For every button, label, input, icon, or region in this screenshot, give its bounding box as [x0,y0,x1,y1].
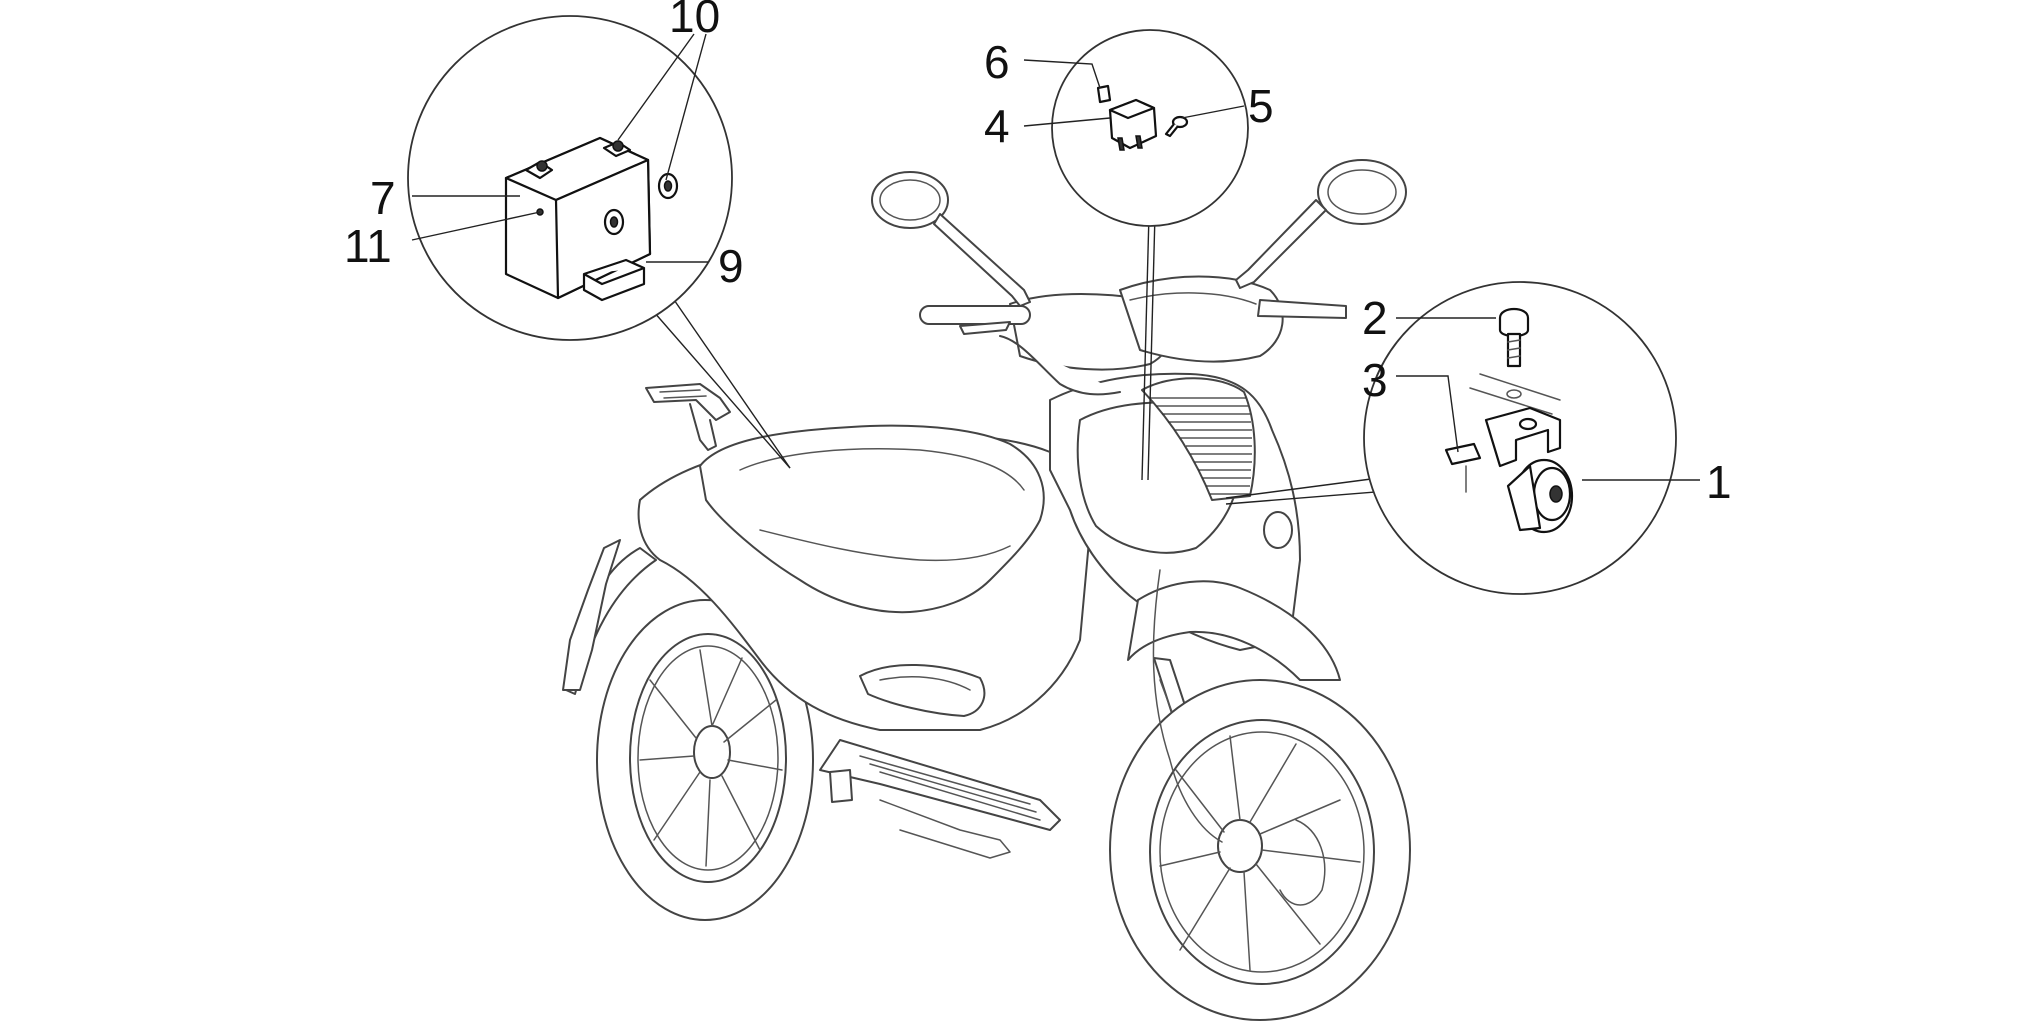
leader-4 [1023,117,1111,127]
battery-pad [582,258,646,302]
right-mirror [1235,159,1407,289]
callout-2: 2 [1362,292,1388,344]
front-badge [1263,511,1293,549]
relay-part [1108,98,1158,151]
front-mudguard [1127,580,1341,681]
callout-leaders [411,33,1700,481]
callout-11: 11 [344,220,392,272]
leader-5 [1181,105,1245,119]
relay-clip [1096,84,1112,104]
leader-6 [1023,59,1101,89]
left-mirror [871,171,1031,307]
callout-labels: 10 7 11 9 6 4 5 2 3 1 [344,0,1732,508]
leader-11 [411,211,541,241]
battery-part [504,136,652,300]
horn-detail-circle [1225,281,1677,595]
callout-7: 7 [370,172,396,224]
callout-6: 6 [984,36,1010,88]
front-grille [1141,377,1256,501]
brake-cable [1152,569,1223,843]
relay-detail-circle [1051,29,1249,481]
callout-9: 9 [718,240,744,292]
callout-10: 10 [669,0,720,42]
rear-wheel [596,599,814,921]
callout-4: 4 [984,100,1010,152]
battery-detail-circle [407,15,791,469]
leader-10 [617,33,707,181]
callout-1: 1 [1706,456,1732,508]
horn-part [1506,458,1574,534]
rear-fender-tail [562,539,621,691]
leader-3 [1396,375,1459,453]
center-stand [829,769,853,803]
callout-5: 5 [1248,80,1274,132]
horn-screw [1498,307,1530,399]
relay-screw [1164,115,1189,138]
seat [699,424,1045,614]
luggage-rack [645,383,731,451]
scooter-illustration [562,159,1411,1021]
callout-3: 3 [1362,354,1388,406]
front-wheel [1109,679,1411,1021]
horn-bracket [1444,406,1562,493]
handlebar-assembly [919,275,1347,396]
